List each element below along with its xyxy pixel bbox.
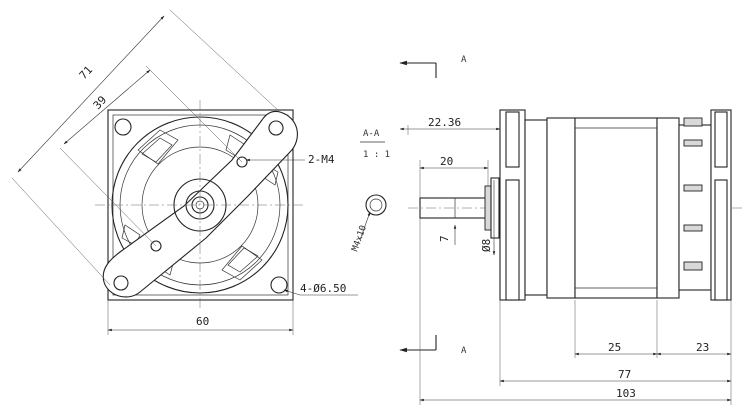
callout-2m4: 2-M4 <box>308 153 335 166</box>
dim-77-label: 77 <box>618 368 631 381</box>
dim-7-label: 7 <box>438 235 451 242</box>
rear-tab-1 <box>683 117 703 127</box>
section-title: A-A <box>363 129 380 139</box>
bracket-right-top <box>714 111 728 168</box>
bracket-arm <box>102 110 298 298</box>
end-cap-left <box>524 119 548 296</box>
rear-tab-3 <box>683 184 703 192</box>
m4-hole-top <box>236 156 248 168</box>
section-mark-top: A <box>461 55 467 65</box>
m4-hole-bottom <box>150 240 162 252</box>
thread-hole-inner <box>369 198 383 212</box>
side-view: A A <box>399 55 745 356</box>
dim-60-label: 60 <box>196 315 209 328</box>
bracket-left-bottom <box>505 179 520 301</box>
bracket-hole-bottom <box>113 275 129 291</box>
section-scale: 1 : 1 <box>363 150 390 160</box>
dim-22-36-label: 22.36 <box>428 116 461 129</box>
stator-right <box>656 117 680 299</box>
dim-103-label: 103 <box>616 387 636 400</box>
corner-hole-tl <box>114 118 132 136</box>
rear-tab-4 <box>683 224 703 232</box>
bracket-left-top <box>505 111 520 168</box>
dim-dia8-label: Ø8 <box>480 239 493 252</box>
corner-hole-br <box>270 276 288 294</box>
side-view-dimensions: 22.36 20 7 Ø8 25 23 77 103 <box>399 116 732 405</box>
shaft-collar <box>484 185 492 231</box>
front-view-dimensions: 71 39 60 2-M4 4-Ø6.50 <box>11 9 358 335</box>
bracket-hole-top <box>268 120 284 136</box>
bearing-flange <box>490 177 500 239</box>
stator-core <box>574 117 658 299</box>
dim-25-label: 25 <box>608 341 621 354</box>
dim-71-label: 71 <box>77 63 96 82</box>
dim-20-label: 20 <box>440 155 453 168</box>
thread-hole-outer <box>365 194 387 216</box>
section-detail: A-A 1 : 1 M4x10 <box>350 129 390 253</box>
section-mark-bottom: A <box>461 346 467 356</box>
front-view <box>95 100 305 310</box>
stator-left <box>546 117 576 299</box>
rear-tab-5 <box>683 261 703 271</box>
dim-39-label: 39 <box>91 93 110 112</box>
dim-23-label: 23 <box>696 341 709 354</box>
rear-tab-2 <box>683 139 703 147</box>
bracket-right-bottom <box>714 179 728 301</box>
callout-holes: 4-Ø6.50 <box>300 282 346 295</box>
thread-label: M4x10 <box>350 224 369 253</box>
